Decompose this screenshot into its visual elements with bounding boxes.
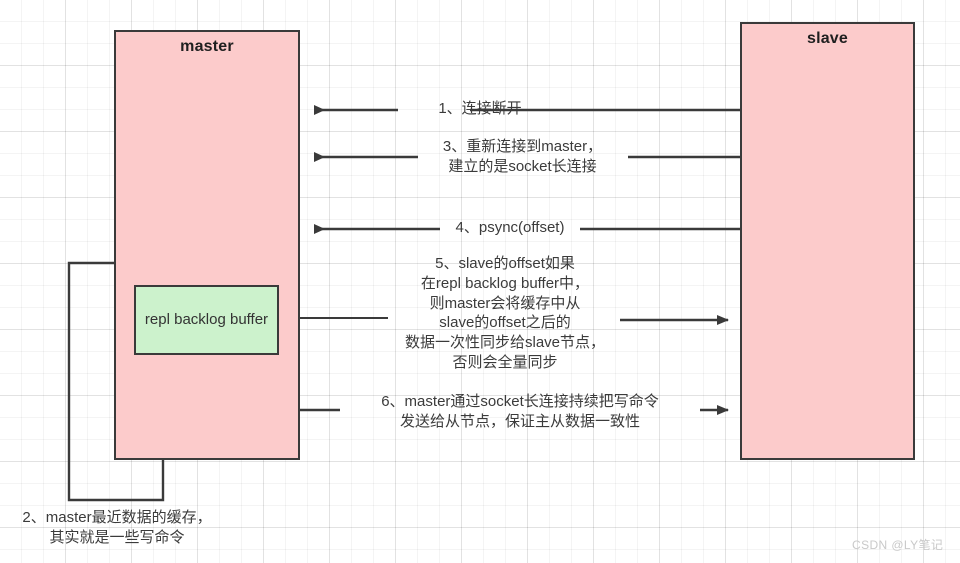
node-master[interactable]: master bbox=[114, 30, 300, 460]
watermark: CSDN @LY笔记 bbox=[852, 538, 944, 552]
edge-label-step1: 1、连接断开 bbox=[438, 100, 522, 117]
node-slave[interactable]: slave bbox=[740, 22, 915, 460]
edge-label-step4: 4、psync(offset) bbox=[455, 219, 565, 236]
node-repl-backlog-buffer-label: repl backlog buffer bbox=[144, 310, 269, 328]
node-repl-backlog-buffer[interactable]: repl backlog buffer bbox=[134, 285, 279, 355]
edge-label-step3: 3、重新连接到master， 建立的是socket长连接 bbox=[442, 138, 603, 175]
node-slave-title: slave bbox=[806, 30, 849, 47]
edge-label-step5: 5、slave的offset如果 在repl backlog buffer中， … bbox=[404, 255, 606, 371]
node-master-title: master bbox=[180, 38, 234, 55]
edge-label-step6: 6、master通过socket长连接持续把写命令 发送给从节点，保证主从数据一… bbox=[381, 393, 659, 430]
note-step2: 2、master最近数据的缓存， 其实就是一些写命令 bbox=[22, 509, 212, 547]
